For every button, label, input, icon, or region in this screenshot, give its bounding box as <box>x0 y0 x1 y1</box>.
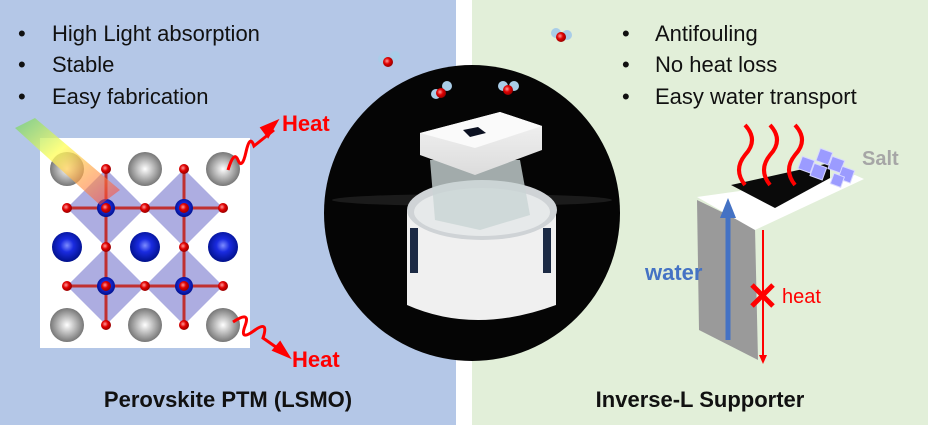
device-photo <box>324 65 620 361</box>
svg-text:•: • <box>18 52 26 77</box>
water-label: water <box>644 260 703 285</box>
heat-wave-icon <box>226 118 280 171</box>
heat-label-top: Heat <box>282 111 330 136</box>
heat-loss-label: heat <box>782 286 821 308</box>
heat-wave-icon <box>232 315 292 360</box>
svg-text:•: • <box>622 84 630 109</box>
water-arrow-icon <box>720 198 736 218</box>
water-molecule-icon <box>378 51 400 67</box>
svg-text:•: • <box>18 21 26 46</box>
water-molecule-icon <box>498 81 519 95</box>
svg-text:•: • <box>622 21 630 46</box>
water-molecule-icon <box>551 28 572 42</box>
svg-text:•: • <box>622 52 630 77</box>
svg-text:•: • <box>18 84 26 109</box>
right-bullet: No heat loss <box>655 52 777 77</box>
left-bullet: Stable <box>52 52 114 77</box>
left-caption: Perovskite PTM (LSMO) <box>104 387 352 412</box>
right-bullet: Easy water transport <box>655 84 857 109</box>
left-bullet-list: • High Light absorption • Stable • Easy fab… <box>18 21 260 109</box>
light-beam-icon <box>15 118 120 205</box>
blocked-x-icon <box>750 283 775 308</box>
right-caption: Inverse-L Supporter <box>596 387 805 412</box>
right-bullet: Antifouling <box>655 21 758 46</box>
water-molecule-icon <box>431 81 452 99</box>
heat-label-bottom: Heat <box>292 347 340 372</box>
left-bullet: High Light absorption <box>52 21 260 46</box>
right-bullet-list: • Antifouling • No heat loss • Easy water t… <box>622 21 857 109</box>
heat-arrow-icon <box>759 355 767 364</box>
left-bullet: Easy fabrication <box>52 84 209 109</box>
salt-label: Salt <box>862 148 899 170</box>
inverse-l-supporter <box>697 123 864 364</box>
steam-icon <box>737 123 804 187</box>
